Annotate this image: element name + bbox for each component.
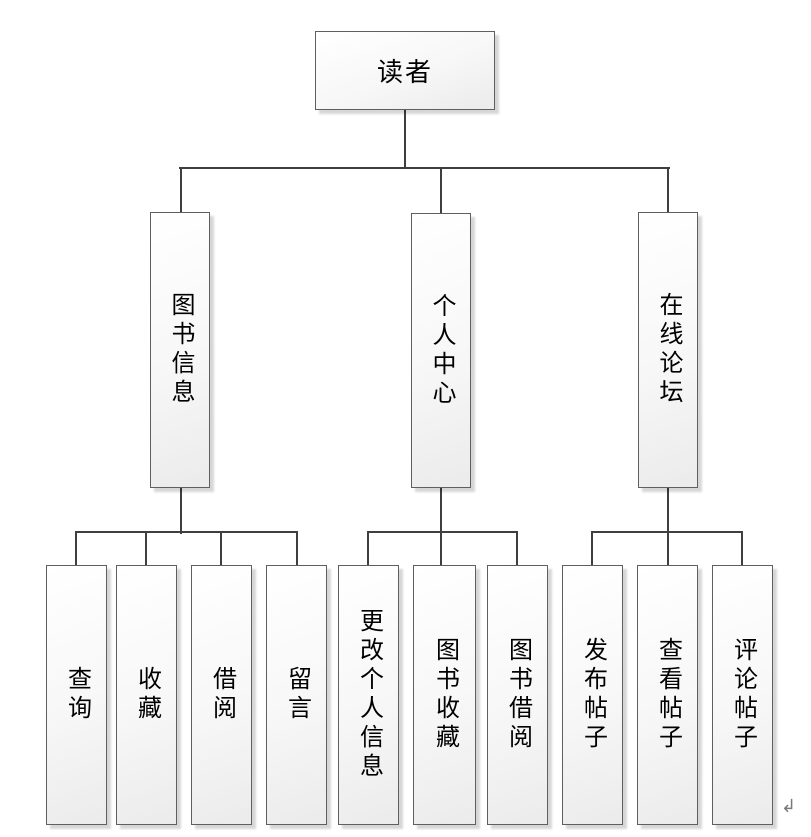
node-change-personal-info-label: 更改个人信息 (355, 608, 383, 782)
node-online-forum-label: 在线论坛 (655, 292, 682, 408)
node-book-borrow-label: 图书借阅 (504, 637, 532, 753)
node-query: 查询 (46, 565, 107, 825)
node-change-personal-info: 更改个人信息 (338, 565, 399, 825)
node-message-label: 留言 (283, 666, 311, 724)
node-book-favorite-label: 图书收藏 (431, 637, 459, 753)
node-reader: 读者 (315, 31, 495, 110)
node-message: 留言 (266, 565, 327, 825)
node-view-thread: 查看帖子 (637, 565, 698, 825)
node-book-info: 图书信息 (150, 212, 210, 488)
node-post-thread: 发布帖子 (562, 565, 623, 825)
node-post-thread-label: 发布帖子 (579, 637, 607, 753)
node-favorite: 收藏 (116, 565, 177, 825)
node-comment-thread: 评论帖子 (712, 565, 773, 825)
node-comment-thread-label: 评论帖子 (729, 637, 757, 753)
node-favorite-label: 收藏 (133, 666, 161, 724)
node-book-info-label: 图书信息 (167, 292, 194, 408)
node-book-favorite: 图书收藏 (413, 565, 476, 825)
node-view-thread-label: 查看帖子 (654, 637, 682, 753)
node-reader-label: 读者 (376, 57, 433, 87)
node-personal-center-label: 个人中心 (428, 292, 455, 409)
node-borrow-label: 借阅 (208, 666, 236, 724)
node-book-borrow: 图书借阅 (487, 565, 548, 825)
node-query-label: 查询 (63, 666, 91, 724)
node-borrow: 借阅 (191, 565, 252, 825)
node-personal-center: 个人中心 (411, 213, 471, 488)
return-mark-icon: ↲ (781, 796, 797, 816)
node-online-forum: 在线论坛 (638, 212, 698, 488)
